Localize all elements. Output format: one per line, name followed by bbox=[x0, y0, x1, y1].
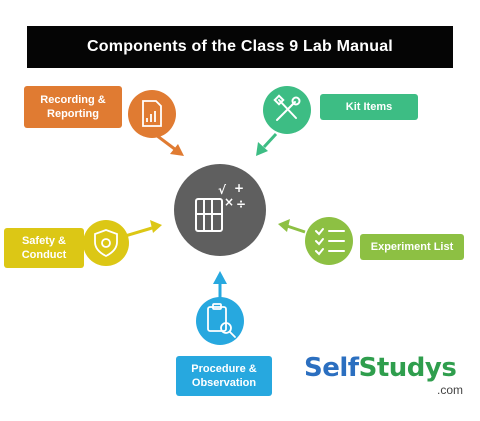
center-node: √ + × ÷ bbox=[174, 164, 266, 256]
arrow-safety bbox=[124, 220, 162, 238]
procedure-label-line1: Procedure & bbox=[191, 363, 257, 375]
safety-conduct-label: Safety & Conduct bbox=[4, 228, 84, 268]
kit-node bbox=[263, 86, 311, 134]
safety-node bbox=[83, 220, 129, 266]
brand-part1: Self bbox=[304, 353, 359, 383]
safety-shield-icon bbox=[94, 229, 118, 258]
lab-manual-book-icon bbox=[195, 198, 223, 232]
safety-label-line2: Conduct bbox=[21, 249, 67, 261]
tools-icon bbox=[273, 94, 301, 121]
svg-text:÷: ÷ bbox=[236, 197, 246, 211]
arrow-procedure bbox=[213, 271, 227, 300]
recording-node bbox=[128, 90, 176, 138]
procedure-observation-label: Procedure & Observation bbox=[176, 356, 272, 396]
diagram-title: Components of the Class 9 Lab Manual bbox=[27, 26, 453, 68]
safety-label-line1: Safety & bbox=[21, 235, 66, 247]
arrow-kit bbox=[256, 132, 278, 156]
procedure-node bbox=[196, 297, 244, 345]
brand-logo: SelfStudys .com bbox=[304, 351, 474, 405]
svg-text:+: + bbox=[234, 181, 244, 195]
recording-label-line2: Reporting bbox=[47, 108, 99, 120]
checklist-icon bbox=[315, 228, 345, 256]
arrow-experiment bbox=[278, 219, 306, 234]
clipboard-search-icon bbox=[207, 303, 236, 338]
brand-part2: Studys bbox=[358, 353, 457, 383]
recording-reporting-label: Recording & Reporting bbox=[24, 86, 122, 128]
procedure-label-line2: Observation bbox=[191, 377, 257, 389]
kit-items-label: Kit Items bbox=[320, 94, 418, 120]
svg-text:√: √ bbox=[218, 183, 227, 197]
svg-text:×: × bbox=[224, 195, 234, 209]
recording-label-line1: Recording & bbox=[40, 94, 106, 106]
brand-suffix: .com bbox=[436, 383, 463, 397]
math-symbols-icon: √ + × ÷ bbox=[218, 181, 246, 211]
brand-wordmark: SelfStudys bbox=[304, 351, 457, 385]
report-document-icon bbox=[142, 100, 162, 127]
experiment-node bbox=[305, 217, 353, 265]
experiment-list-label: Experiment List bbox=[360, 234, 464, 260]
